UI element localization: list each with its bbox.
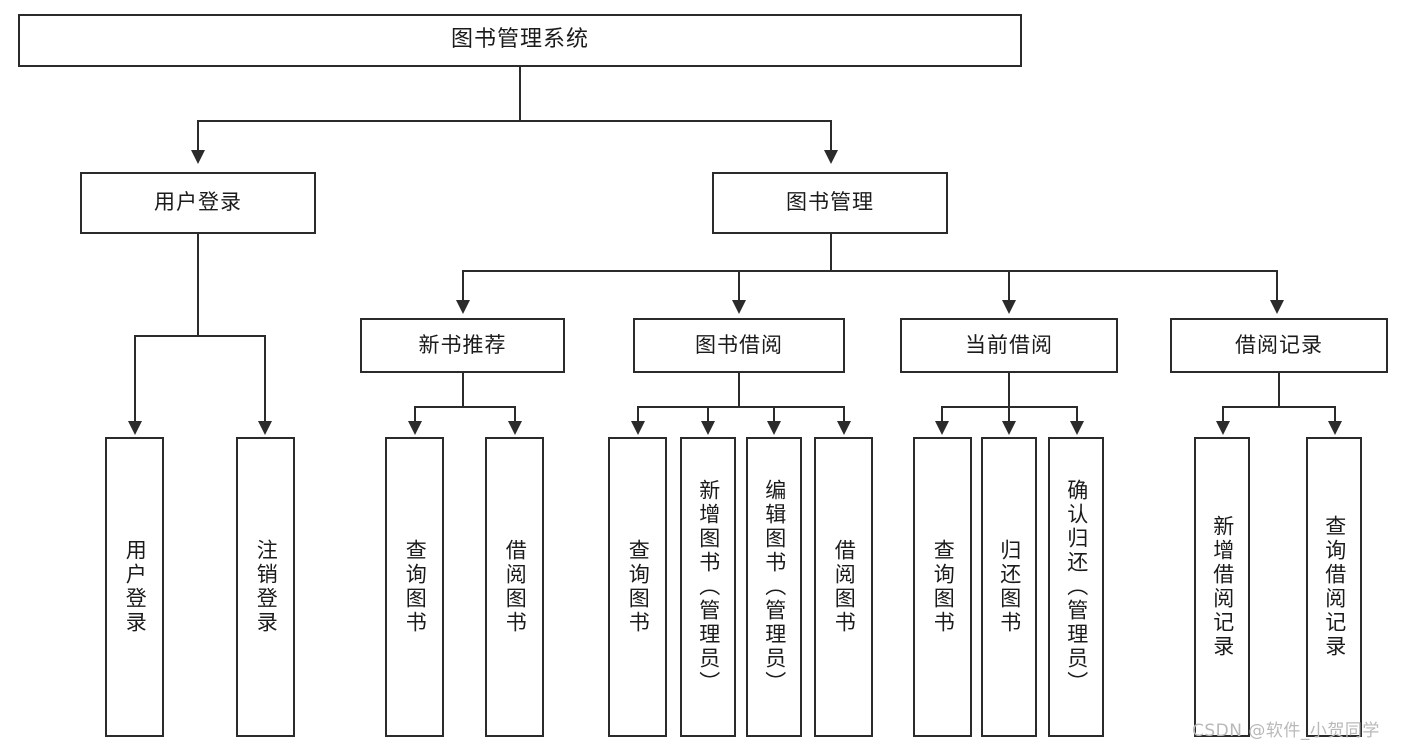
leaf-borrow-record-add-record[interactable]: 新增借阅记录 — [1194, 437, 1250, 737]
edge-br-child-1 — [1222, 406, 1224, 423]
leaf-book-borrow-query-book[interactable]: 查询图书 — [608, 437, 667, 737]
node-book-management[interactable]: 图书管理 — [712, 172, 948, 234]
edge-user-login-child-2 — [264, 335, 266, 423]
leaf-current-borrow-return-book[interactable]: 归还图书 — [981, 437, 1037, 737]
edge-bm-child-4 — [1276, 270, 1278, 302]
arrowhead-cb-child-3 — [1070, 421, 1084, 435]
edge-nb-child-2 — [514, 406, 516, 423]
edge-bm-child-3 — [1008, 270, 1010, 302]
leaf-current-borrow-confirm-return-admin[interactable]: 确认归还（管理员） — [1048, 437, 1104, 737]
arrowhead-bb-child-4 — [837, 421, 851, 435]
edge-book-borrow-bus — [637, 406, 845, 408]
edge-br-child-2 — [1334, 406, 1336, 423]
leaf-book-borrow-borrow-book[interactable]: 借阅图书 — [814, 437, 873, 737]
edge-book-borrow-stem — [738, 373, 740, 408]
csdn-watermark: CSDN @软件_小贺同学 — [1192, 721, 1380, 741]
edge-borrow-record-bus — [1222, 406, 1336, 408]
leaf-book-borrow-edit-book-admin[interactable]: 编辑图书（管理员） — [746, 437, 802, 737]
arrowhead-bm-child-4 — [1270, 300, 1284, 314]
leaf-new-book-borrow-book[interactable]: 借阅图书 — [485, 437, 544, 737]
arrowhead-to-user-login — [191, 150, 205, 164]
node-current-borrow[interactable]: 当前借阅 — [900, 318, 1118, 373]
edge-new-book-stem — [462, 373, 464, 408]
node-new-book-recommend[interactable]: 新书推荐 — [360, 318, 565, 373]
edge-cb-child-3 — [1076, 406, 1078, 423]
edge-bm-child-2 — [738, 270, 740, 302]
leaf-user-login-login[interactable]: 用户登录 — [105, 437, 164, 737]
edge-bb-child-4 — [843, 406, 845, 423]
arrowhead-nb-child-2 — [508, 421, 522, 435]
arrowhead-br-child-2 — [1328, 421, 1342, 435]
arrowhead-bb-child-2 — [701, 421, 715, 435]
edge-user-login-child-1 — [134, 335, 136, 423]
leaf-borrow-record-query-record[interactable]: 查询借阅记录 — [1306, 437, 1362, 737]
edge-nb-child-1 — [414, 406, 416, 423]
edge-current-borrow-stem — [1008, 373, 1010, 408]
arrowhead-bm-child-1 — [456, 300, 470, 314]
edge-user-login-bus — [134, 335, 266, 337]
arrowhead-bm-child-3 — [1002, 300, 1016, 314]
arrowhead-user-login-child-2 — [258, 421, 272, 435]
edge-level2-bus — [197, 120, 832, 122]
node-user-login[interactable]: 用户登录 — [80, 172, 316, 234]
arrowhead-nb-child-1 — [408, 421, 422, 435]
edge-book-management-stem — [830, 234, 832, 271]
edge-new-book-bus — [414, 406, 516, 408]
leaf-book-borrow-add-book-admin[interactable]: 新增图书（管理员） — [680, 437, 736, 737]
edge-user-login-stem — [197, 234, 199, 336]
leaf-new-book-query-book[interactable]: 查询图书 — [385, 437, 444, 737]
edge-bm-child-1 — [462, 270, 464, 302]
edge-bb-child-1 — [637, 406, 639, 423]
arrowhead-br-child-1 — [1216, 421, 1230, 435]
leaf-user-login-logout[interactable]: 注销登录 — [236, 437, 295, 737]
arrowhead-cb-child-2 — [1002, 421, 1016, 435]
arrowhead-bb-child-3 — [767, 421, 781, 435]
node-borrow-record[interactable]: 借阅记录 — [1170, 318, 1388, 373]
arrowhead-user-login-child-1 — [128, 421, 142, 435]
node-book-borrow[interactable]: 图书借阅 — [633, 318, 845, 373]
edge-root-stem — [519, 67, 521, 121]
arrowhead-cb-child-1 — [935, 421, 949, 435]
arrowhead-to-book-management — [824, 150, 838, 164]
arrowhead-bm-child-2 — [732, 300, 746, 314]
leaf-current-borrow-query-book[interactable]: 查询图书 — [913, 437, 972, 737]
node-root-book-management-system[interactable]: 图书管理系统 — [18, 14, 1022, 67]
edge-bb-child-2 — [707, 406, 709, 423]
edge-cb-child-2 — [1008, 406, 1010, 423]
edge-bb-child-3 — [773, 406, 775, 423]
arrowhead-bb-child-1 — [631, 421, 645, 435]
edge-book-management-bus — [462, 270, 1277, 272]
edge-to-user-login — [197, 120, 199, 152]
edge-cb-child-1 — [941, 406, 943, 423]
edge-to-book-management — [830, 120, 832, 152]
edge-borrow-record-stem — [1278, 373, 1280, 408]
